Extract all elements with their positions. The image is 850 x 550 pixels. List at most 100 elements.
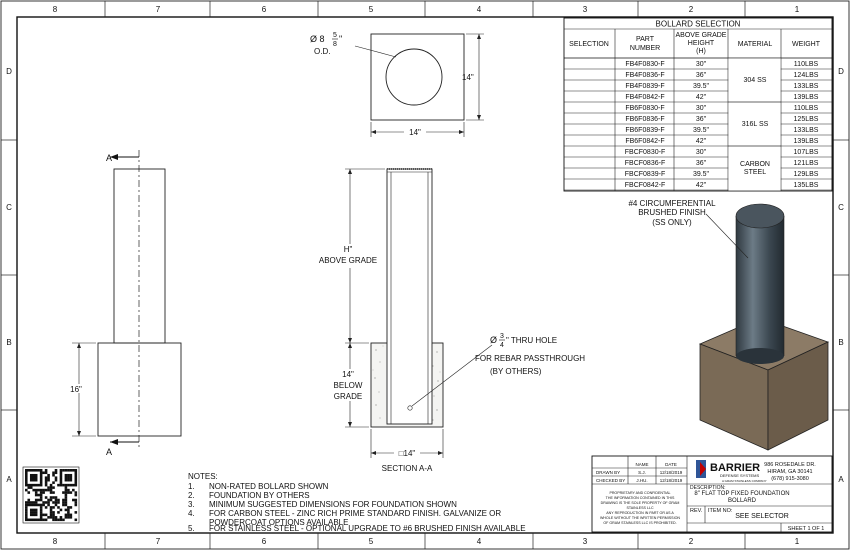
qr-module [39, 493, 43, 497]
table-cell-part: FBCF0842-F [625, 182, 665, 189]
table-cell-weight: 125LBS [794, 116, 819, 123]
table-cell-height: 42" [696, 182, 707, 189]
tb-drawn-by: DRAWN BY [596, 470, 620, 475]
qr-module [34, 483, 38, 487]
qr-module [25, 469, 28, 472]
above-grade-label: ABOVE GRADE [319, 256, 377, 265]
table-cell-height: 30" [696, 61, 707, 68]
logo-wordmark: BARRIER [710, 462, 760, 474]
qr-module [39, 481, 43, 484]
address-3: (678) 915-3080 [771, 476, 809, 482]
table-cell-part: FBCF0839-F [625, 171, 665, 178]
table-cell-height: 36" [696, 116, 707, 123]
qr-module [25, 516, 28, 519]
qr-module [34, 501, 38, 504]
qr-module [39, 488, 43, 492]
qr-module [67, 476, 70, 480]
item-value: SEE SELECTOR [735, 513, 789, 520]
qr-module [25, 518, 28, 522]
qr-module [59, 469, 63, 472]
qr-module [57, 506, 60, 509]
qr-module [64, 483, 68, 487]
qr-module [54, 518, 58, 522]
note-num: 5. [188, 524, 195, 533]
qr-module [64, 469, 68, 472]
note-text: MINIMUM SUGGESTED DIMENSIONS FOR FOUNDAT… [209, 500, 457, 509]
qr-module [52, 513, 55, 517]
note-text: FOR CARBON STEEL - ZINC RICH PRIME STAND… [209, 509, 501, 518]
zone-col: 2 [689, 5, 694, 14]
table-cell-part: FBCF0830-F [625, 149, 665, 156]
qr-module [27, 498, 31, 502]
qr-module [74, 491, 78, 494]
qr-module [74, 503, 78, 507]
table-cell-height: 36" [696, 72, 707, 79]
description-line-1: 8" FLAT TOP FIXED FOUNDATION [694, 491, 789, 497]
tb-checked-by: CHECKED BY [596, 478, 625, 483]
table-cell-weight: 129LBS [794, 171, 819, 178]
below-grade-dim: 14" [342, 370, 354, 379]
qr-module [59, 483, 63, 487]
zone-col: 3 [583, 5, 588, 14]
top-view-square [370, 33, 465, 121]
qr-module [44, 469, 48, 472]
qr-module [67, 478, 70, 482]
qr-module [47, 516, 50, 519]
logo-sub: DEFENSE SYSTEMS [720, 473, 759, 478]
qr-module [54, 471, 58, 475]
qr-module [74, 511, 78, 514]
qr-module [37, 498, 40, 502]
qr-module [74, 493, 78, 497]
table-title: BOLLARD SELECTION [656, 20, 741, 29]
qr-module [62, 501, 65, 504]
zone-row-labels: D C B A D C B A [6, 67, 844, 484]
qr-module [67, 483, 70, 487]
qr-module [62, 518, 65, 522]
table-cell-height: 42" [696, 138, 707, 145]
col-part-1: PART [636, 36, 655, 43]
svg-text:OF GRAM STAINLESS LLC IS PROHI: OF GRAM STAINLESS LLC IS PROHIBITED. [603, 521, 676, 525]
zone-col: 7 [156, 537, 161, 546]
qr-module [47, 478, 50, 482]
note-text: NON-RATED BOLLARD SHOWN [209, 482, 329, 491]
zone-row: A [6, 475, 12, 484]
top-height-dim: 14" [462, 73, 474, 82]
qr-module [59, 508, 63, 512]
qr-module [62, 469, 65, 472]
qr-module [25, 503, 28, 507]
zone-col: 1 [795, 5, 800, 14]
qr-module [32, 501, 36, 504]
qr-module [27, 491, 31, 494]
material-304: 304 SS [744, 77, 767, 84]
qr-module [39, 478, 43, 482]
qr-module [74, 481, 78, 484]
qr-module [57, 483, 60, 487]
table-cell-weight: 121LBS [794, 160, 819, 167]
qr-module [72, 488, 75, 492]
note-num: 1. [188, 482, 195, 491]
qr-module [64, 496, 68, 499]
qr-module [52, 516, 55, 519]
qr-module [25, 506, 28, 509]
qr-module [39, 469, 43, 472]
table-cell-height: 39.5" [693, 83, 710, 90]
qr-module [52, 501, 55, 504]
qr-module [74, 473, 78, 477]
qr-module [34, 469, 38, 472]
qr-module [29, 483, 33, 487]
logo-tag: A GRAM STAINLESS COMPANY [722, 479, 767, 483]
qr-module [37, 483, 40, 487]
qr-module [64, 476, 68, 480]
qr-module [29, 513, 33, 517]
table-cell-part: FB4F0836-F [625, 72, 664, 79]
company-logo: BARRIER DEFENSE SYSTEMS A GRAM STAINLESS… [696, 460, 767, 483]
qr-module [64, 516, 68, 519]
qr-module [69, 469, 73, 472]
zone-col: 7 [156, 5, 161, 14]
qr-module [25, 508, 28, 512]
qr-module [54, 496, 58, 499]
side-height-dim: 16" [70, 385, 82, 394]
zone-col: 8 [53, 5, 58, 14]
